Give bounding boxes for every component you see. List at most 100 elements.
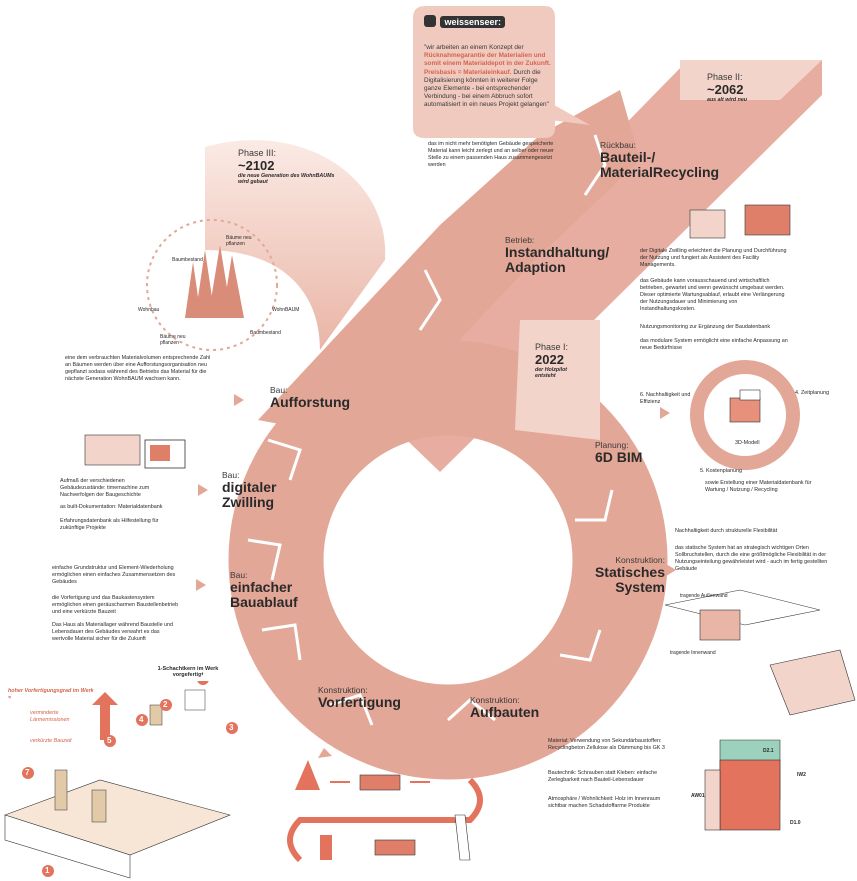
forest-label-5: Bäume neu pflanzen [160, 334, 186, 346]
phase1-label: Phase I: [535, 342, 569, 352]
phase1-label-block: Phase I: 2022 der Holzpilot entsteht [535, 342, 585, 379]
bim-center-label: 3D-Modell [735, 440, 760, 446]
aufbauten-illustration [704, 739, 781, 831]
segment-planung-sub: Planung: [595, 440, 629, 450]
phase1-note: der Holzpilot entsteht [535, 367, 568, 379]
segment-rueckbau-sub: Rückbau: [600, 140, 636, 150]
segment-planung: Planung: 6D BIM [595, 440, 642, 465]
segment-zwilling: Bau: digitaler Zwilling [222, 470, 282, 510]
bubble-text: "wir arbeiten an einem Konzept der Rückn… [424, 44, 552, 110]
number-5: 5 [107, 736, 112, 745]
pointer-arrows [196, 146, 676, 758]
statik-label-inner: tragende Innenwand [670, 650, 716, 656]
segment-planung-title: 6D BIM [595, 449, 643, 465]
note-bauablauf3: Das Haus als Materiallager während Baust… [52, 622, 174, 642]
segment-rueckbau: Rückbau: Bauteil-/ MaterialRecycling [600, 140, 720, 180]
note-betrieb3: Nutzungsmonitoring zur Ergänzung der Bau… [640, 324, 771, 330]
phase3-label: Phase III: [238, 148, 277, 158]
segment-vorfertigung-sub: Konstruktion: [318, 685, 368, 695]
number-dots [22, 673, 238, 877]
note-aufbauten1: Material: Verwendung von Sekundärbaustof… [548, 738, 665, 751]
note-vorfertigung2: verminderte Lärmemissionen [30, 710, 70, 723]
segment-bauablauf-title: einfacher Bauablauf [230, 579, 298, 610]
phase3-note: die neue Generation des WohnBAUMs wird g… [238, 173, 335, 185]
phase2-note: aus alt wird neu [707, 97, 748, 103]
note-vorfertigung1: hoher Vorfertigungsgrad im Werk = [8, 688, 94, 701]
segment-zwilling-title: digitaler Zwilling [222, 479, 277, 510]
segment-vorfertigung: Konstruktion: Vorfertigung [318, 685, 401, 710]
bubble-accent2: Preisbasis = Materialeinkauf. [424, 68, 512, 76]
phase2-band-top [680, 60, 822, 100]
note-rueckbau: das im nicht mehr benötigten Gebäude ges… [428, 141, 554, 168]
forest-circle [146, 219, 278, 351]
number-3: 3 [229, 723, 234, 732]
weissenseer-logo: weissenseer: [424, 12, 505, 30]
phase3-label-block: Phase III: ~2102 die neue Generation des… [238, 148, 338, 185]
wall-label-d10: D1.0 [790, 820, 801, 826]
number-7: 7 [25, 768, 30, 777]
note-bauablauf2: die Vorfertigung und das Baukastensystem… [52, 595, 179, 615]
wall-label-iw2: IW2 [797, 772, 806, 778]
note-zwilling3: Erfahrungsdatenbank als Hilfestellung fü… [60, 518, 159, 531]
segment-aufforstung-sub: Bau: [270, 385, 288, 395]
phase2-label: Phase II: [707, 72, 743, 82]
phase2-year: ~2062 [707, 82, 744, 97]
bubble-line1: "wir arbeiten an einem Konzept der [424, 44, 524, 51]
segment-bauablauf: Bau: einfacher Bauablauf [230, 570, 310, 610]
phase1-year: 2022 [535, 352, 564, 367]
segment-betrieb-title: Instandhaltung/ Adaption [505, 244, 610, 275]
wall-label-aw01: AW01 [691, 793, 705, 799]
speech-bubble [413, 6, 555, 138]
segment-separators [247, 134, 614, 726]
statik-illustration [664, 589, 856, 716]
logistics-illustration [287, 760, 483, 863]
note-aufbauten2: Bautechnik: Schrauben statt Kleben: einf… [548, 770, 658, 783]
number-6: 6 [200, 674, 205, 683]
note-statik2: das statische System hat an strategisch … [675, 545, 828, 572]
number-1: 1 [45, 866, 50, 875]
betrieb-illustration [689, 204, 791, 239]
segment-bauablauf-sub: Bau: [230, 570, 248, 580]
weissenseer-icon [424, 14, 436, 27]
note-betrieb1: der Digitale Zwilling erleichtert die Pl… [640, 248, 787, 268]
segment-aufbauten-sub: Konstruktion: [470, 695, 520, 705]
note-zwilling2: as built-Dokumentation: Materialdatenban… [60, 504, 163, 510]
forest-label-1: Baumbestand [172, 257, 203, 263]
phase1-block [515, 320, 600, 440]
segment-rueckbau-title: Bauteil-/ MaterialRecycling [600, 149, 720, 180]
segment-aufbauten-title: Aufbauten [470, 704, 540, 720]
bim-label-4: 4. Zeitplanung [795, 390, 830, 396]
segment-betrieb-sub: Betrieb: [505, 235, 535, 245]
phase3-year: ~2102 [238, 158, 275, 173]
note-betrieb2: das Gebäude kann vorausschauend und wirt… [640, 278, 785, 312]
forest-label-6: Wohnbau [138, 307, 160, 313]
note-vorfertigung3: verkürzte Bauzeit [30, 738, 72, 744]
zwilling-illustration [84, 434, 186, 469]
segment-aufbauten: Konstruktion: Aufbauten [470, 695, 539, 720]
phase3-arc [205, 140, 386, 350]
bim-cube [729, 389, 761, 423]
segment-zwilling-sub: Bau: [222, 470, 240, 480]
number-4: 4 [139, 715, 144, 724]
segment-aufforstung-title: Aufforstung [270, 394, 351, 410]
segment-vorfertigung-title: Vorfertigung [318, 694, 401, 710]
segment-betrieb: Betrieb: Instandhaltung/ Adaption [505, 235, 625, 275]
note-statik1: Nachhaltigkeit durch strukturelle Flexib… [675, 528, 778, 534]
number-2: 2 [163, 700, 168, 709]
note-bauablauf1: einfache Grundstruktur und Element-Wiede… [52, 565, 176, 585]
segment-statik-sub: Konstruktion: [615, 555, 665, 565]
note-betrieb4: das modulare System ermöglicht eine einf… [640, 338, 788, 351]
forest-label-4: Baumbestand [250, 330, 281, 336]
bim-label-5: 5. Kostenplanung [700, 468, 742, 474]
statik-label-outer: tragende Außenwand [680, 593, 728, 599]
note-aufforstung: eine dem verbrauchten Materialvolumen en… [65, 355, 211, 382]
bim-label-6: 6. Nachhaltigkeit und Effizienz [640, 392, 691, 405]
note-zwilling1: Aufmaß der verschiedenen Gebäudezustände… [60, 478, 150, 498]
segment-statik: Konstruktion: Statisches System [585, 555, 665, 595]
bubble-accent1: Rücknahmegarantie der Materialien und so… [424, 52, 551, 68]
note-aufbauten3: Atmosphäre / Wohnlichkeit: Holz im Innen… [548, 796, 661, 809]
building-assembly-illustration [4, 689, 231, 879]
segment-statik-title: Statisches System [594, 564, 665, 595]
phase2-label-block: Phase II: ~2062 aus alt wird neu [707, 72, 747, 103]
